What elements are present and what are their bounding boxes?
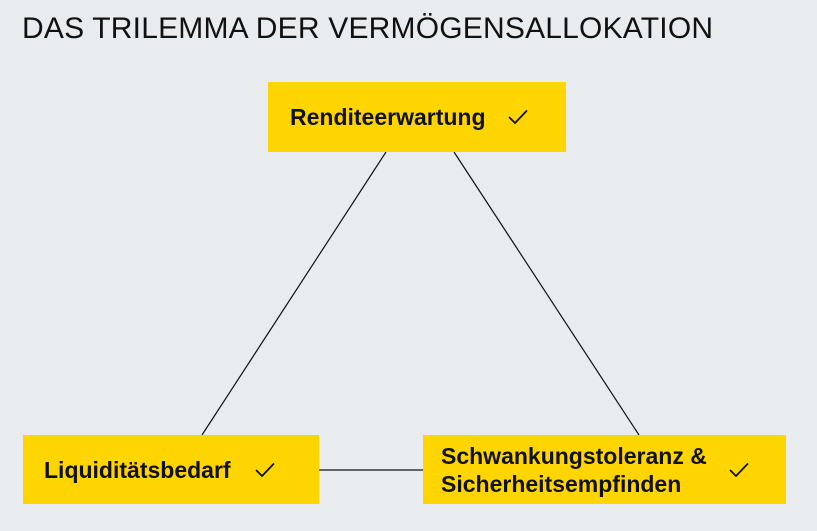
node-label: Schwankungstoleranz & Sicherheitsempfind… bbox=[441, 442, 707, 498]
connector-top-to-left bbox=[201, 151, 387, 436]
node-renditeerwartung: Renditeerwartung bbox=[268, 82, 566, 152]
diagram-title: DAS TRILEMMA DER VERMÖGENSALLOKATION bbox=[22, 12, 714, 45]
node-liquiditaetsbedarf: Liquiditätsbedarf bbox=[23, 435, 319, 504]
node-label: Liquiditätsbedarf bbox=[44, 456, 231, 483]
check-icon bbox=[508, 110, 527, 124]
node-label-line2: Sicherheitsempfinden bbox=[441, 470, 682, 497]
check-icon bbox=[255, 462, 274, 477]
node-schwankungstoleranz: Schwankungstoleranz & Sicherheitsempfind… bbox=[423, 435, 786, 504]
connector-top-to-right bbox=[453, 151, 640, 436]
node-label-line1: Schwankungstoleranz & bbox=[441, 442, 707, 469]
node-label: Renditeerwartung bbox=[290, 104, 486, 130]
check-icon bbox=[729, 462, 749, 477]
